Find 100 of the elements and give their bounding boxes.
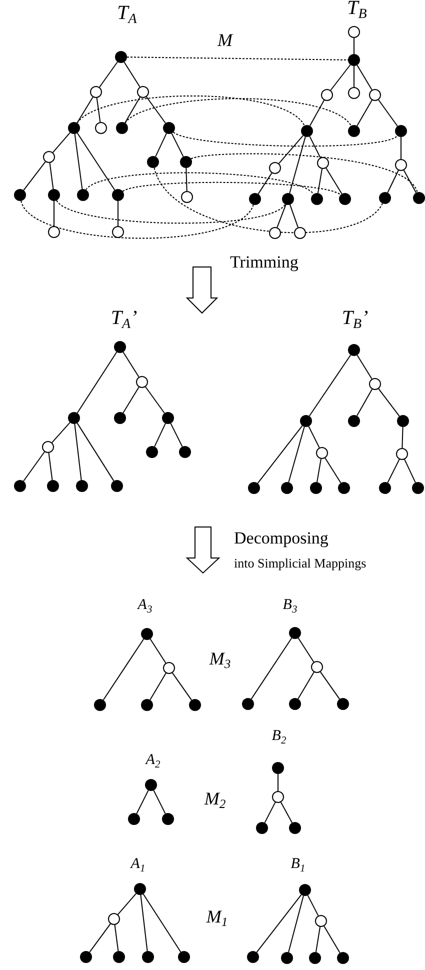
solid-tree-node (80, 951, 92, 963)
tree-edge (140, 894, 148, 952)
math-label: A$_{1}$ (130, 857, 146, 875)
hollow-tree-node (42, 441, 54, 453)
hollow-tree-node (395, 159, 407, 171)
tree-edge (74, 133, 83, 190)
tree-edge (154, 422, 166, 448)
solid-tree-node (111, 480, 123, 492)
tree-edge (308, 354, 352, 417)
tree-edge (172, 672, 192, 701)
solid-tree-node (281, 482, 293, 494)
solid-tree-node (337, 698, 349, 710)
solid-tree-node (339, 193, 351, 205)
mapping-line (154, 167, 383, 234)
hollow-tree-node (43, 151, 55, 163)
hollow-tree-node (181, 191, 193, 203)
tree-edge (326, 168, 342, 194)
tree-edge (142, 894, 182, 952)
tree-edge (356, 100, 372, 126)
solid-tree-node (299, 884, 311, 896)
solid-tree-node (249, 193, 261, 205)
tree-edge (307, 894, 319, 916)
tree-edge (278, 135, 304, 164)
tree-edge (114, 924, 119, 952)
hollow-tree-node (396, 448, 408, 460)
tree-edge (48, 452, 53, 481)
tree-edge (74, 423, 82, 481)
solid-tree-node (180, 156, 192, 168)
hollow-tree-node (48, 226, 60, 238)
solid-tree-node (301, 125, 313, 137)
tree-edge (402, 426, 404, 448)
hollow-tree-node (272, 791, 284, 803)
solid-tree-node (179, 446, 191, 458)
solid-tree-node (163, 122, 175, 134)
tree-edge (289, 136, 306, 194)
tree-edge (122, 352, 140, 378)
hollow-tree-node (269, 162, 281, 174)
solid-tree-node (162, 813, 174, 825)
hollow-tree-node (90, 86, 102, 98)
tree-edge (145, 386, 165, 414)
solid-tree-node (348, 54, 360, 66)
solid-tree-node (178, 951, 190, 963)
solid-tree-node (141, 628, 153, 640)
hollow-tree-node (95, 122, 107, 134)
tree-edge (324, 926, 340, 954)
tree-edge (309, 136, 321, 158)
solid-tree-node (114, 341, 126, 353)
tree-edge (330, 64, 351, 91)
math-label: T$_{A}$ (117, 2, 137, 28)
math-label: T$_{A}$’ (110, 308, 138, 332)
step-label: into Simplicial Mappings (234, 556, 366, 570)
tree-edge (153, 790, 166, 814)
tree-edge (288, 426, 305, 483)
solid-tree-node (145, 779, 157, 791)
math-label: M$_{2}$ (204, 789, 226, 811)
solid-tree-node (395, 125, 407, 137)
tree-edge (76, 132, 116, 190)
mapping-line (126, 56, 348, 60)
solid-tree-node (348, 344, 360, 356)
tree-edge (324, 458, 342, 484)
solid-tree-node (338, 482, 350, 494)
solid-tree-node (142, 951, 154, 963)
hollow-tree-node (369, 378, 381, 390)
solid-tree-node (289, 698, 301, 710)
solid-tree-node (114, 412, 126, 424)
solid-tree-node (77, 189, 89, 201)
tree-edge (317, 168, 323, 194)
tree-edge (136, 790, 149, 814)
tree-edge (356, 354, 372, 380)
solid-tree-node (289, 627, 301, 639)
mapping-line (190, 153, 418, 193)
solid-tree-node (47, 480, 59, 492)
solid-tree-node (337, 952, 349, 964)
tree-edge (76, 422, 114, 482)
mapping-line (56, 200, 286, 224)
tree-edge (124, 62, 140, 88)
solid-tree-node (281, 952, 293, 964)
tree-edge (117, 893, 137, 915)
solid-tree-node (113, 951, 125, 963)
hollow-tree-node (163, 662, 175, 674)
tree-edge (102, 638, 144, 700)
tree-edge (403, 170, 417, 194)
solid-tree-node (115, 51, 127, 63)
solid-tree-node (162, 412, 174, 424)
mapping-line (122, 182, 342, 196)
hollow-tree-node (315, 915, 327, 927)
solid-tree-node (242, 698, 254, 710)
hollow-tree-node (311, 661, 323, 673)
mapping-line (76, 95, 305, 126)
hollow-tree-node (317, 157, 329, 169)
hollow-tree-node (348, 26, 360, 38)
solid-tree-node (300, 415, 312, 427)
tree-edge (378, 388, 400, 417)
tree-edge (122, 386, 140, 414)
tree-edge (356, 64, 372, 90)
solid-tree-node (146, 446, 158, 458)
hollow-tree-node (136, 376, 148, 388)
solid-tree-node (272, 762, 284, 774)
solid-tree-node (256, 822, 268, 834)
tree-edge (52, 422, 70, 444)
